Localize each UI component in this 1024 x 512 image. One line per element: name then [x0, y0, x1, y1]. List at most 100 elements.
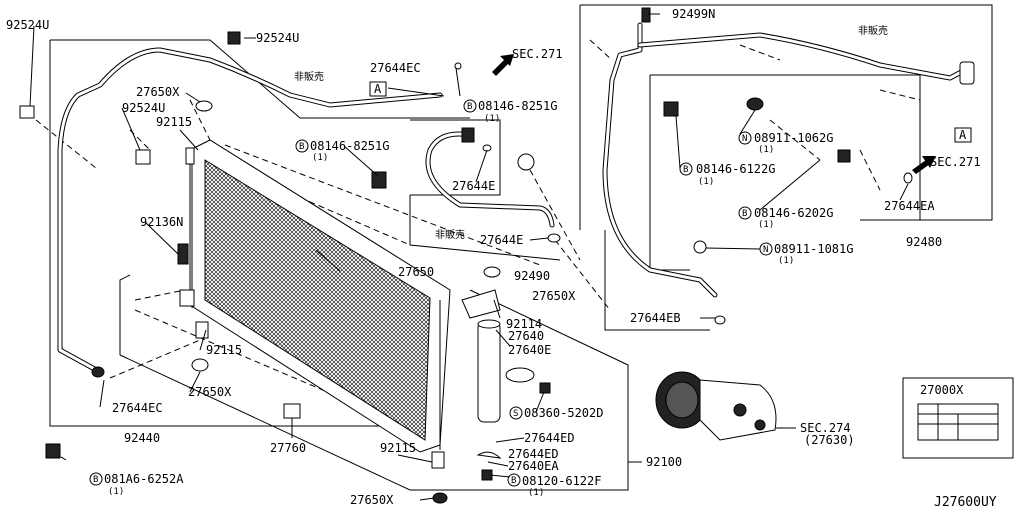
- qty-08911-1062g: (1): [758, 145, 774, 155]
- label-27644ec-b: 27644EC: [112, 401, 163, 415]
- label-not-for-sale-c: 非販売: [858, 24, 888, 37]
- circled-markers: [89, 99, 773, 487]
- label-92115-b: 92115: [206, 343, 242, 357]
- bolt-08146-6202g: [837, 149, 851, 163]
- oring-27644ec-a: [454, 62, 462, 70]
- condenser-27650: [179, 139, 451, 453]
- bracket-27760: [283, 403, 301, 419]
- label-27644e-a: 27644E: [452, 179, 495, 193]
- oring-27644e-b: [547, 233, 561, 243]
- label-sec271-b: SEC.271: [930, 155, 981, 169]
- label-27644ec-a: 27644EC: [370, 61, 421, 75]
- qty-08146-8251g-a: (1): [312, 153, 328, 163]
- label-27650x-d: 27650X: [350, 493, 394, 507]
- label-92100: 92100: [646, 455, 682, 469]
- label-08360-5202d: 08360-5202D: [524, 406, 603, 420]
- diagram-code: J27600UY: [934, 495, 997, 510]
- mark-n-2: N: [763, 245, 768, 255]
- mark-n-1: N: [742, 134, 747, 144]
- label-27644ed-b: 27644ED: [508, 447, 559, 461]
- qty-08146-8251g-b: (1): [484, 114, 500, 124]
- label-92480: 92480: [906, 235, 942, 249]
- mark-b-6: B: [511, 476, 516, 486]
- label-sec271-a: SEC.271: [512, 47, 563, 61]
- qty-08146-6122g: (1): [698, 177, 714, 187]
- qty-08120-6122f: (1): [528, 488, 544, 498]
- label-box-27000x: [902, 377, 1014, 459]
- label-08146-6122g: 08146-6122G: [696, 162, 775, 176]
- valve-cap: [517, 153, 535, 171]
- cap-92499n: [641, 7, 651, 23]
- ref-box-a-right: [954, 127, 972, 143]
- label-08146-6202g: 08146-6202G: [754, 206, 833, 220]
- label-92524u-b: 92524U: [256, 31, 299, 45]
- label-92115-a: 92115: [156, 115, 192, 129]
- label-sec274: SEC.274: [800, 421, 851, 435]
- label-27640: 27640: [508, 329, 544, 343]
- label-92136n: 92136N: [140, 215, 183, 229]
- label-92499n: 92499N: [672, 7, 715, 21]
- pipe-92440: [57, 47, 443, 375]
- label-27640e: 27640E: [508, 343, 551, 357]
- mark-b-2: B: [467, 102, 472, 112]
- label-08911-1062g: 08911-1062G: [754, 131, 833, 145]
- mark-b-5: B: [93, 475, 98, 485]
- sensor-92136n: [177, 243, 189, 265]
- fitting-27644ec-b: [91, 366, 105, 378]
- label-92490: 92490: [514, 269, 550, 283]
- qty-08911-1081g: (1): [778, 256, 794, 266]
- oring-27644ea: [903, 172, 913, 184]
- bracket-92115-b: [195, 321, 209, 339]
- label-27640ea: 27640EA: [508, 459, 559, 473]
- bracket-92115-c: [431, 451, 445, 469]
- hose-92490: [425, 131, 555, 228]
- label-27650: 27650: [398, 265, 434, 279]
- bolt-08146-6122g: [663, 101, 679, 117]
- label-08146-8251g-a: 08146-8251G: [310, 139, 389, 153]
- clip-92524u-a: [19, 105, 35, 119]
- bolt-08146-8251g-a: [371, 171, 387, 189]
- label-92115-c: 92115: [380, 441, 416, 455]
- bracket-92524u-c: [135, 149, 151, 165]
- label-not-for-sale-a: 非販売: [294, 70, 324, 83]
- cap-27650x-c: [483, 266, 501, 278]
- label-sec274-sub: (27630): [804, 433, 855, 447]
- ref-a-right: A: [959, 128, 967, 142]
- arrow-sec271-b-icon: [912, 160, 930, 174]
- mark-b-1: B: [299, 142, 304, 152]
- pipe-92480: [602, 22, 975, 298]
- cap-27650x-b: [191, 358, 209, 372]
- label-92524u-a: 92524U: [6, 18, 49, 32]
- part-labels: 92524U 92524U 92524U 27650X 92115 27644E…: [6, 7, 997, 510]
- nut-08911-1081g: [693, 240, 707, 254]
- ref-box-a-left: [369, 81, 387, 97]
- label-27650x-c: 27650X: [532, 289, 576, 303]
- label-08120-6122f: 08120-6122F: [522, 474, 601, 488]
- label-not-for-sale-b: 非販売: [435, 228, 465, 241]
- group-outlines: [35, 4, 993, 491]
- bolt-92524u-b: [227, 31, 241, 45]
- cap-27650x-a: [195, 100, 213, 112]
- oring-27644eb: [714, 315, 726, 325]
- label-92524u-c: 92524U: [122, 101, 165, 115]
- bolt-081a6-6252a: [45, 443, 61, 459]
- label-27760: 27760: [270, 441, 306, 455]
- label-92440: 92440: [124, 431, 160, 445]
- mark-s-1: S: [513, 409, 518, 419]
- label-27650x-b: 27650X: [188, 385, 232, 399]
- label-27644e-b: 27644E: [480, 233, 523, 247]
- nut-08911-1062g: [746, 97, 764, 111]
- label-27000x: 27000X: [920, 383, 964, 397]
- mark-b-4: B: [742, 209, 747, 219]
- mark-b-3: B: [683, 165, 688, 175]
- label-92114: 92114: [506, 317, 542, 331]
- label-08911-1081g: 08911-1081G: [774, 242, 853, 256]
- screw-08360-5202d: [539, 382, 551, 394]
- direction-arrows: [492, 54, 936, 174]
- ref-a-left: A: [374, 82, 382, 96]
- qty-081a6-6252a: (1): [108, 487, 124, 497]
- label-27644eb: 27644EB: [630, 311, 681, 325]
- qty-08146-6202g: (1): [758, 220, 774, 230]
- label-27650x-a: 27650X: [136, 85, 180, 99]
